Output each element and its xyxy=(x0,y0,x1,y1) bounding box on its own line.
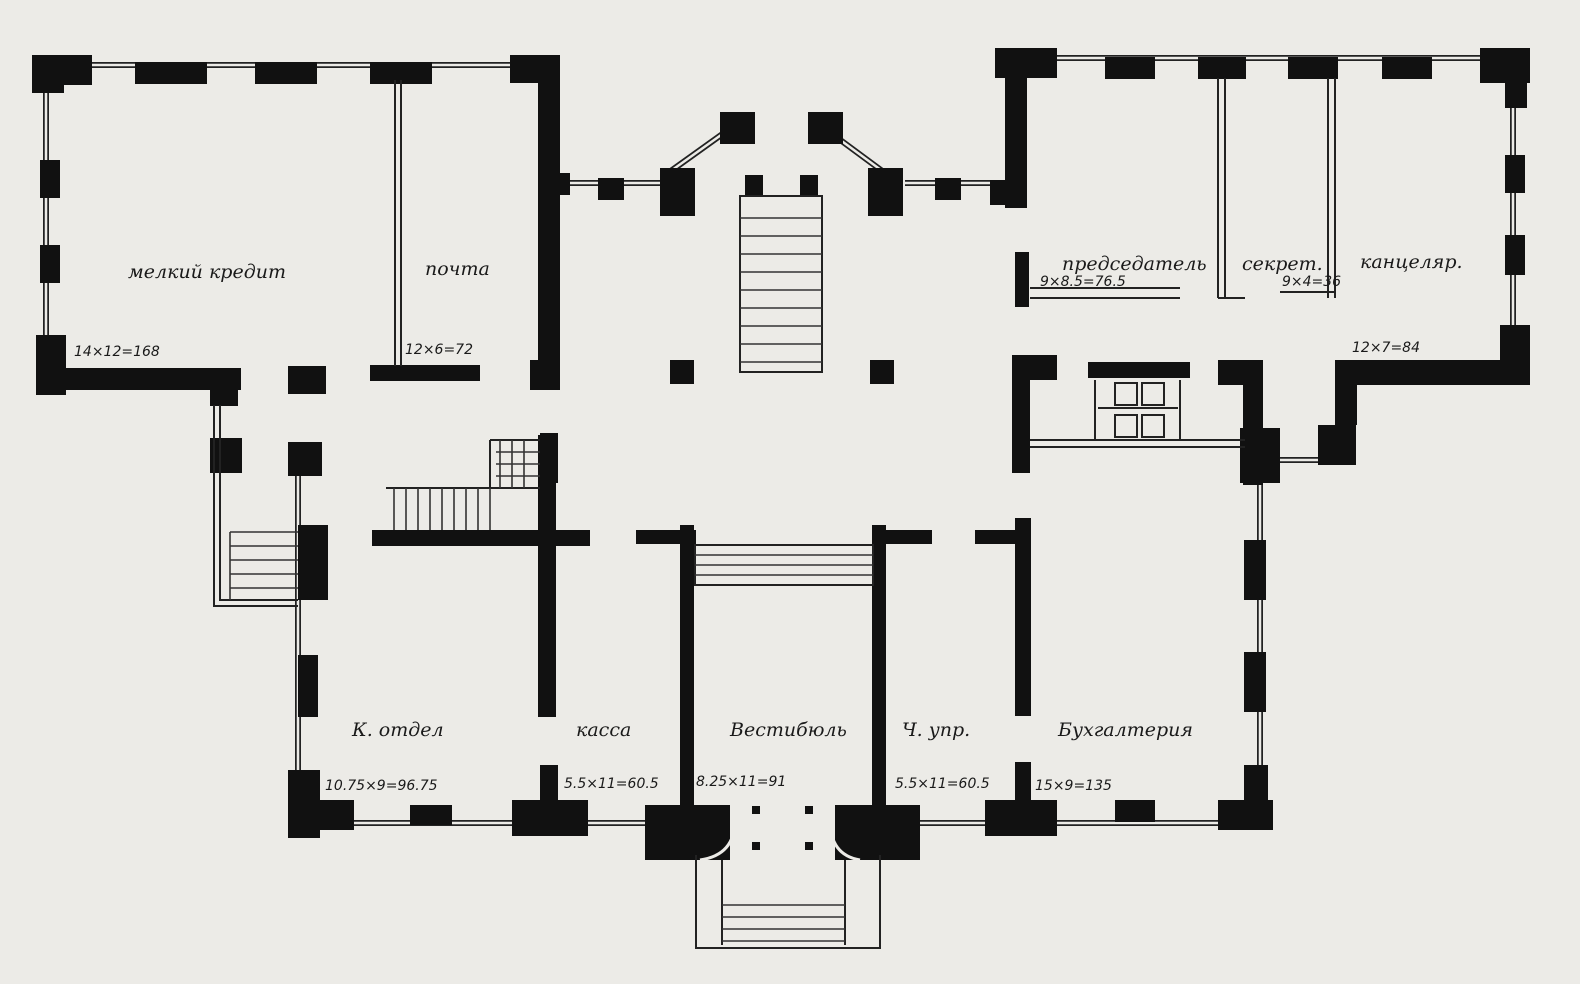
room-area-k-dept: 10.75×9=96.75 xyxy=(325,778,438,794)
room-area-post: 12×6=72 xyxy=(405,342,473,358)
room-name-chairman: председатель xyxy=(1062,253,1207,275)
room-area-chancellery: 12×7=84 xyxy=(1352,340,1420,356)
room-name-k-dept: К. отдел xyxy=(351,719,444,741)
room-name-post: почта xyxy=(425,258,490,280)
room-name-secretary: секрет. xyxy=(1242,253,1323,275)
room-area-ch-upr: 5.5×11=60.5 xyxy=(895,776,990,792)
partitions xyxy=(394,78,1336,448)
room-labels: мелкий кредит 14×12=168 почта 12×6=72 пр… xyxy=(74,251,1463,794)
room-name-small-credit: мелкий кредит xyxy=(128,261,286,283)
room-area-secretary: 9×4=36 xyxy=(1282,274,1341,290)
window-walls xyxy=(40,55,1520,826)
entrance-columns xyxy=(699,806,861,862)
solid-walls xyxy=(32,48,1530,860)
room-area-cashier: 5.5×11=60.5 xyxy=(564,776,659,792)
room-name-chancellery: канцеляр. xyxy=(1360,251,1463,273)
room-name-vestibule: Вестибюль xyxy=(729,719,847,741)
room-area-vestibule: 8.25×11=91 xyxy=(696,774,786,790)
toilet-fixtures xyxy=(1098,382,1178,438)
room-name-ch-upr: Ч. упр. xyxy=(902,719,970,741)
room-name-cashier: касса xyxy=(576,719,631,741)
room-area-chairman: 9×8.5=76.5 xyxy=(1040,274,1126,290)
stairs xyxy=(213,195,881,949)
room-area-accounting: 15×9=135 xyxy=(1035,778,1112,794)
room-area-small-credit: 14×12=168 xyxy=(74,344,160,360)
room-name-accounting: Бухгалтерия xyxy=(1057,719,1193,741)
